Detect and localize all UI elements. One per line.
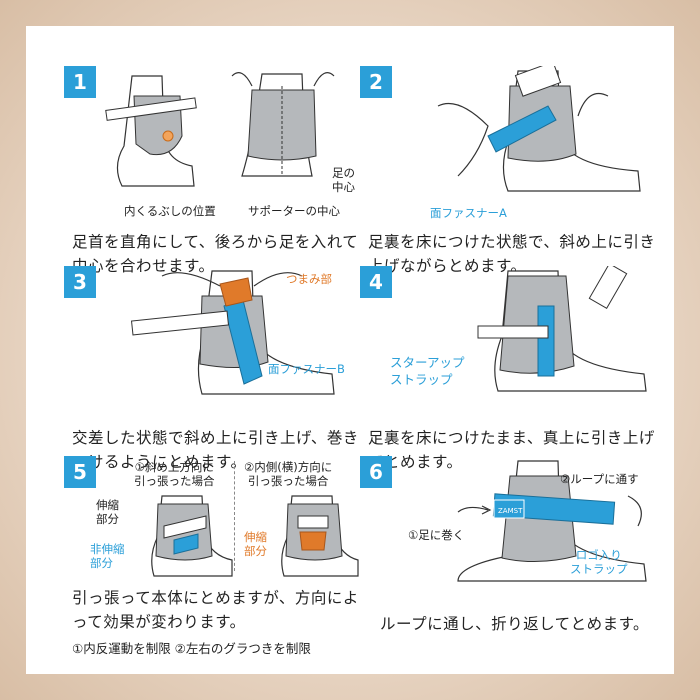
label-fastener-b: 面ファスナーB [268,362,345,376]
step-number-4: 4 [360,266,392,298]
step-number-5: 5 [64,456,96,488]
step-3-description: 交差した状態で斜め上に引き上げ、巻きつけるようにとめます。 [72,429,359,471]
label-logo-strap: ロゴ入り ストラップ [570,548,628,576]
step-1: 1 内くるぶしの位置 サポーターの中心 足の 中心 足首を直角にして、後ろから足… [64,66,364,275]
step-number-2: 2 [360,66,392,98]
step-5-description: 引っ張って本体にとめますが、方向によって効果が変わります。 [72,589,359,631]
step-1-description: 足首を直角にして、後ろから足を入れて中心を合わせます。 [72,233,359,275]
step-4-illustration [398,266,656,396]
label-non-elastic-part: 非伸縮 部分 [90,542,125,570]
step-5: 5 ①斜め上方向に 引っ張った場合 ②内側(横)方向に 引っ張った場合 伸縮 部… [64,456,364,666]
step-5-illustration [102,456,360,586]
label-fastener-a: 面ファスナーA [430,206,507,220]
step-2-description: 足裏を床につけた状態で、斜め上に引き上げながらとめます。 [368,233,656,275]
label-wrap-foot: ①足に巻く [408,528,465,542]
step-3-illustration [102,266,360,396]
step-2-illustration [398,66,656,196]
label-elastic-part-2: 伸縮 部分 [244,530,267,558]
divider-dashed [234,461,235,571]
label-inner-ankle-position: 内くるぶしの位置 [124,204,216,218]
step-number-6: 6 [360,456,392,488]
step-number-3: 3 [64,266,96,298]
label-foot-center: 足の 中心 [332,166,355,194]
label-stirrup-strap: スターアップ ストラップ [390,355,465,387]
instruction-card: 1 内くるぶしの位置 サポーターの中心 足の 中心 足首を直角にして、後ろから足… [26,26,674,674]
label-tab-part: つまみ部 [286,272,332,286]
step-number-1: 1 [64,66,96,98]
label-supporter-center: サポーターの中心 [248,204,340,218]
label-pass-loop: ②ループに通す [560,472,639,486]
step-6-illustration: ZAMST [398,456,656,586]
step-3: 3 つまみ部 面ファスナーB 交差した状態で斜め上に引き上げ、巻きつけるようにと… [64,266,364,471]
label-elastic-part-1: 伸縮 部分 [96,498,119,526]
step-2: 2 面ファスナーA 足裏を床につけた状態で、斜め上に引き上げながらとめます。 [360,66,660,275]
step-6: 6 ZAMST ②ループに通す ①足に巻く ロゴ入り ストラップ ループに通し、… [360,456,660,651]
step-5-effect-note: ①内反運動を制限 ②左右のグラつきを制限 [72,641,311,656]
step-1-illustration [102,66,360,196]
step-4: 4 スターアップ ストラップ 足裏を床につけたまま、真上に引き上げてとめます。 [360,266,660,471]
label-case-inward: ②内側(横)方向に 引っ張った場合 [244,460,333,488]
brand-logo: ZAMST [498,507,523,515]
step-6-description: ループに通し、折り返してとめます。 [380,615,650,633]
label-case-diagonal: ①斜め上方向に 引っ張った場合 [134,460,215,488]
